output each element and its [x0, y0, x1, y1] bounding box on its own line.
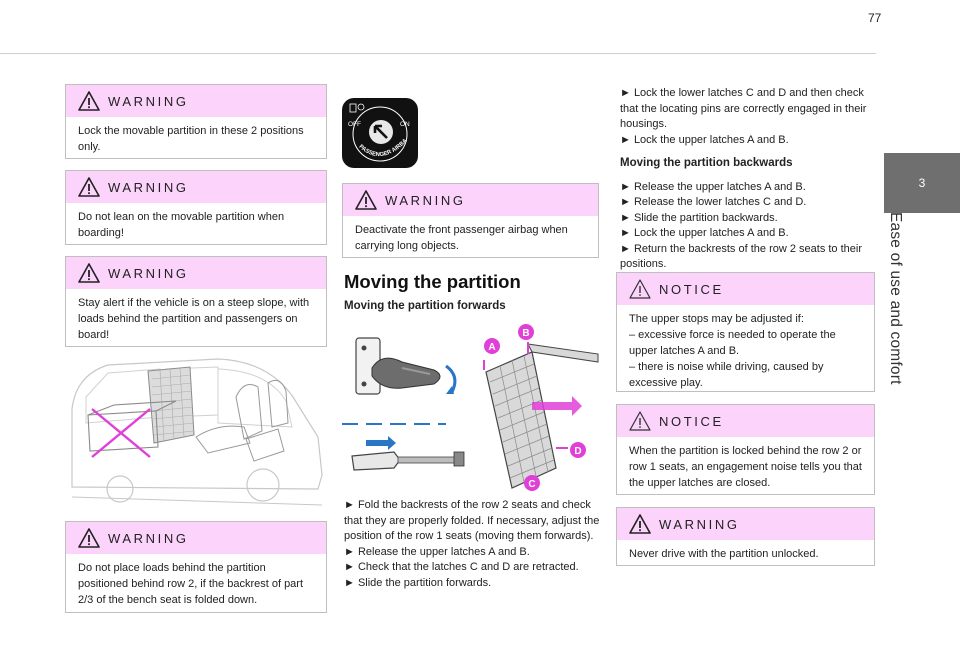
step-text: ► Lock the upper latches A and B. [620, 227, 789, 239]
warning-triangle-icon [78, 177, 100, 197]
warning-triangle-icon [78, 528, 100, 548]
latch-a-label: A [488, 342, 495, 353]
step-text: ► Release the upper latches A and B. [620, 180, 806, 193]
warning-title: WARNING [108, 265, 189, 281]
warning-title: WARNING [108, 93, 189, 109]
backwards-subheading: Moving the partition backwards [620, 157, 793, 169]
warning-header: WARNING [66, 85, 326, 117]
warning-text: Do not place loads behind the partition … [78, 562, 304, 606]
partition-latch-diagram: A B D C [342, 324, 599, 491]
notice-line: The upper stops may be adjusted if: [629, 313, 804, 325]
passenger-airbag-switch: OFF ON PASSENGER AIRBAG [342, 98, 418, 168]
chapter-title: Ease of use and comfort [887, 212, 904, 385]
latch-b-label: B [522, 328, 529, 339]
chapter-tab[interactable]: 3 [884, 153, 960, 213]
warning-title: WARNING [659, 516, 740, 532]
warning-text: Deactivate the front passenger airbag wh… [355, 224, 568, 252]
warning-header: WARNING [66, 171, 326, 203]
page-number: 77 [868, 11, 882, 25]
airbag-symbol-icon [349, 103, 357, 113]
warning-text: Lock the movable partition in these 2 po… [78, 125, 304, 153]
warning-text: Do not lean on the movable partition whe… [78, 211, 285, 239]
notice-title: NOTICE [659, 281, 724, 297]
forward-steps: ► Fold the backrests of the row 2 seats … [344, 498, 602, 591]
warning-title: WARNING [108, 530, 189, 546]
header-divider [0, 53, 876, 54]
warning-title: WARNING [385, 192, 466, 208]
warning-triangle-icon [78, 263, 100, 283]
warning-triangle-icon [355, 190, 377, 210]
latch-c-label: C [528, 479, 535, 490]
warning-box-4: WARNING Do not place loads behind the pa… [65, 521, 327, 613]
notice-header: NOTICE [617, 405, 874, 437]
warning-header: WARNING [66, 257, 326, 289]
section-heading: Moving the partition [344, 271, 521, 292]
step-text: ► Check that the latches C and D are ret… [344, 561, 579, 573]
warning-header: WARNING [66, 522, 326, 554]
warning-triangle-icon [78, 91, 100, 111]
notice-line: – excessive force is needed to operate t… [629, 329, 836, 357]
warning-box-6: WARNING Never drive with the partition u… [616, 507, 875, 566]
warning-text: Stay alert if the vehicle is on a steep … [78, 297, 310, 341]
step-text: ► Release the upper latches A and B. [344, 545, 530, 558]
warning-header: WARNING [617, 508, 874, 540]
warning-text: Never drive with the partition unlocked. [629, 548, 819, 560]
warning-box-1: WARNING Lock the movable partition in th… [65, 84, 327, 159]
notice-text: When the partition is locked behind the … [629, 445, 862, 489]
section-subheading: Moving the partition forwards [344, 300, 506, 312]
step-text: ► Slide the partition forwards. [344, 576, 492, 589]
warning-box-3: WARNING Stay alert if the vehicle is on … [65, 256, 327, 347]
vehicle-partition-illustration [71, 358, 323, 506]
step-text: ► Lock the upper latches A and B. [620, 133, 789, 146]
step-text: ► Release the lower latches C and D. [620, 196, 807, 208]
notice-box-2: NOTICE When the partition is locked behi… [616, 404, 875, 495]
warning-triangle-icon [629, 514, 651, 534]
airbag-off-label: OFF [348, 121, 361, 128]
notice-triangle-icon [629, 411, 651, 431]
notice-text: The upper stops may be adjusted if: – ex… [617, 305, 874, 391]
warning-box-5: WARNING Deactivate the front passenger a… [342, 183, 599, 258]
step-text: ► Slide the partition backwards. [620, 211, 778, 224]
step-text: ► Return the backrests of the row 2 seat… [620, 242, 862, 271]
step-text: ► Fold the backrests of the row 2 seats … [344, 499, 600, 542]
airbag-on-label: ON [400, 121, 410, 128]
right-steps: ► Lock the lower latches C and D and the… [620, 86, 876, 273]
notice-line: – there is noise while driving, caused b… [629, 361, 824, 389]
latch-d-label: D [574, 446, 581, 457]
notice-box-1: NOTICE The upper stops may be adjusted i… [616, 272, 875, 392]
notice-triangle-icon [629, 279, 651, 299]
chapter-title-container: Ease of use and comfort [886, 212, 916, 402]
warning-box-2: WARNING Do not lean on the movable parti… [65, 170, 327, 245]
step-text: ► Lock the lower latches C and D and the… [620, 87, 867, 130]
warning-header: WARNING [343, 184, 598, 216]
warning-title: WARNING [108, 179, 189, 195]
notice-title: NOTICE [659, 413, 724, 429]
notice-header: NOTICE [617, 273, 874, 305]
